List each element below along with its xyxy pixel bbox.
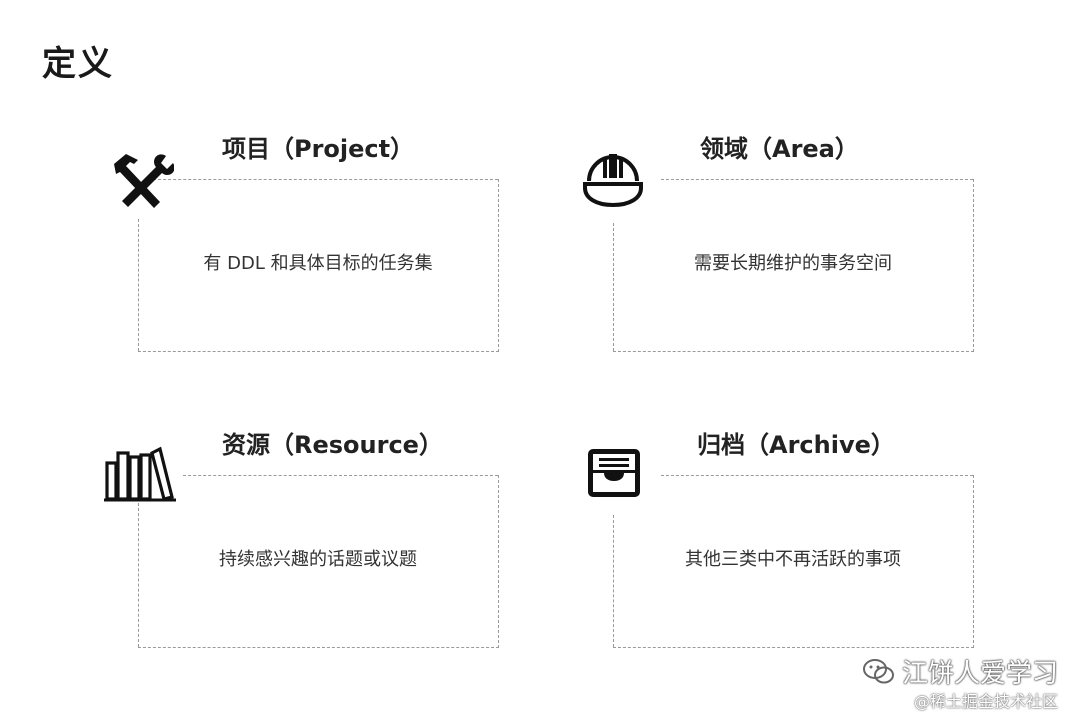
card-project-title: 项目（Project） — [222, 135, 415, 163]
card-area-title: 领域（Area） — [700, 135, 859, 163]
archive-tray-icon — [588, 449, 640, 497]
card-archive: 其他三类中不再活跃的事项 — [613, 475, 974, 648]
card-archive-description: 其他三类中不再活跃的事项 — [685, 549, 901, 570]
card-resource-title: 资源（Resource） — [222, 431, 443, 459]
hammer-wrench-icon — [114, 154, 174, 208]
card-project-description: 有 DDL 和具体目标的任务集 — [203, 253, 433, 274]
card-project: 有 DDL 和具体目标的任务集 — [138, 179, 499, 352]
books-icon — [104, 446, 176, 502]
footer-watermark: 江饼人爱学习 @稀土掘金技术社区 — [862, 653, 1058, 712]
footer-account-name: 江饼人爱学习 — [901, 659, 1058, 689]
footer-account: 江饼人爱学习 — [862, 653, 1058, 690]
hard-hat-icon — [583, 154, 643, 208]
page-title: 定义 — [42, 44, 114, 84]
wechat-icon — [862, 658, 894, 683]
card-archive-title: 归档（Archive） — [697, 431, 895, 459]
card-area: 需要长期维护的事务空间 — [613, 179, 974, 352]
card-resource-description: 持续感兴趣的话题或议题 — [219, 549, 417, 570]
card-resource: 持续感兴趣的话题或议题 — [138, 475, 499, 648]
footer-source: @稀土掘金技术社区 — [913, 692, 1058, 711]
card-area-description: 需要长期维护的事务空间 — [694, 253, 892, 274]
